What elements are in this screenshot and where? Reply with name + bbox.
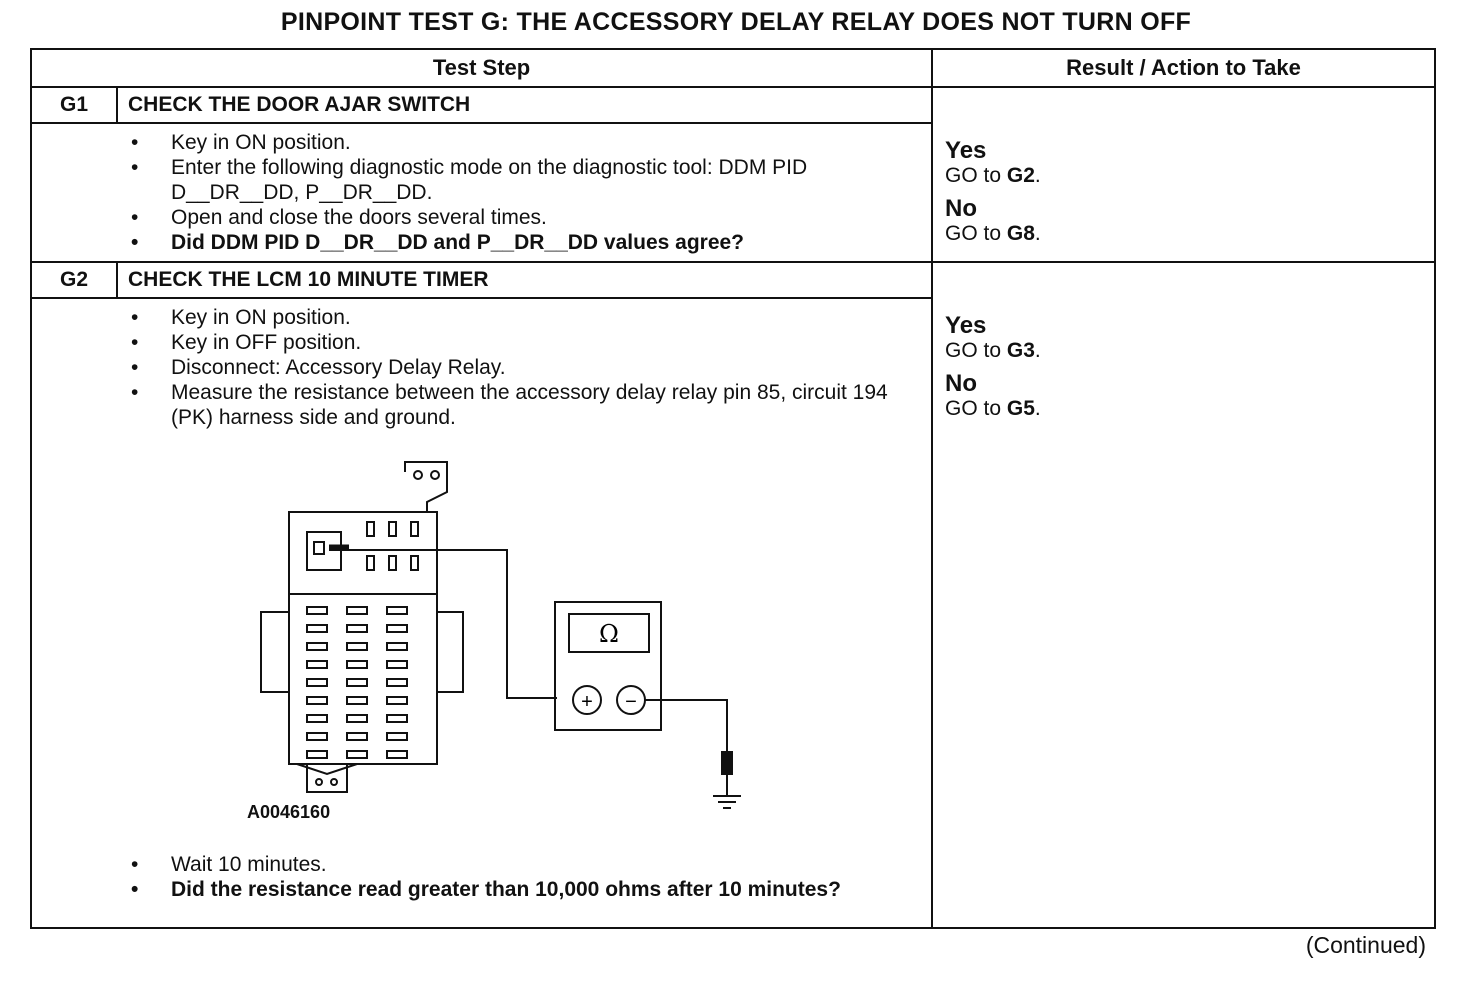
pinpoint-test-table: Test Step Result / Action to Take G1 CHE…	[29, 48, 1437, 929]
step-bullet: Enter the following diagnostic mode on t…	[117, 155, 901, 205]
step-bullet: Key in OFF position.	[117, 330, 901, 355]
wiring-figure: Ω + − A0046160	[117, 430, 931, 850]
no-target: G8	[1006, 222, 1035, 245]
page-title: PINPOINT TEST G: THE ACCESSORY DELAY REL…	[280, 8, 1192, 36]
result-cell: Yes GO to G2. No GO to G8.	[931, 86, 1437, 263]
yes-action: GO to G3.	[945, 339, 1041, 362]
figure-id: A0046160	[247, 802, 331, 822]
step-id: G1	[30, 86, 118, 124]
no-action: GO to G5.	[945, 397, 1041, 420]
step-heading: CHECK THE LCM 10 MINUTE TIMER	[115, 261, 934, 299]
step-bullet: Open and close the doors several times.	[117, 205, 901, 230]
yes-label: Yes	[945, 312, 987, 339]
step-body: Key in ON position. Enter the following …	[117, 122, 934, 263]
step-bullet: Key in ON position.	[117, 305, 901, 330]
relay-box-diagram: Ω + −	[260, 461, 741, 809]
step-id-blank	[30, 297, 117, 929]
no-target: G5	[1006, 397, 1035, 420]
step-id-blank	[30, 122, 117, 263]
yes-target: G2	[1006, 164, 1035, 187]
step-body: Key in ON position. Key in OFF position.…	[117, 297, 934, 929]
step-bullet: Wait 10 minutes.	[117, 852, 901, 877]
result-header: Result / Action to Take	[931, 48, 1437, 88]
no-label: No	[945, 370, 978, 397]
ohm-symbol: Ω	[599, 620, 619, 648]
step-question: Did DDM PID D__DR__DD and P__DR__DD valu…	[117, 230, 901, 255]
test-step-header: Test Step	[29, 48, 934, 88]
step-id: G2	[30, 261, 118, 299]
step-bullet: Measure the resistance between the acces…	[117, 380, 901, 430]
plus-terminal: +	[581, 691, 593, 713]
no-action: GO to G8.	[945, 222, 1041, 245]
yes-label: Yes	[945, 137, 987, 164]
yes-target: G3	[1006, 339, 1035, 362]
minus-terminal: −	[625, 691, 637, 713]
yes-action: GO to G2.	[945, 164, 1041, 187]
result-cell: Yes GO to G3. No GO to G5.	[931, 261, 1437, 929]
step-bullet: Disconnect: Accessory Delay Relay.	[117, 355, 901, 380]
step-bullet: Key in ON position.	[117, 130, 901, 155]
step-heading: CHECK THE DOOR AJAR SWITCH	[115, 86, 934, 124]
step-question: Did the resistance read greater than 10,…	[117, 877, 901, 902]
continued-note: (Continued)	[1305, 932, 1426, 958]
no-label: No	[945, 195, 978, 222]
